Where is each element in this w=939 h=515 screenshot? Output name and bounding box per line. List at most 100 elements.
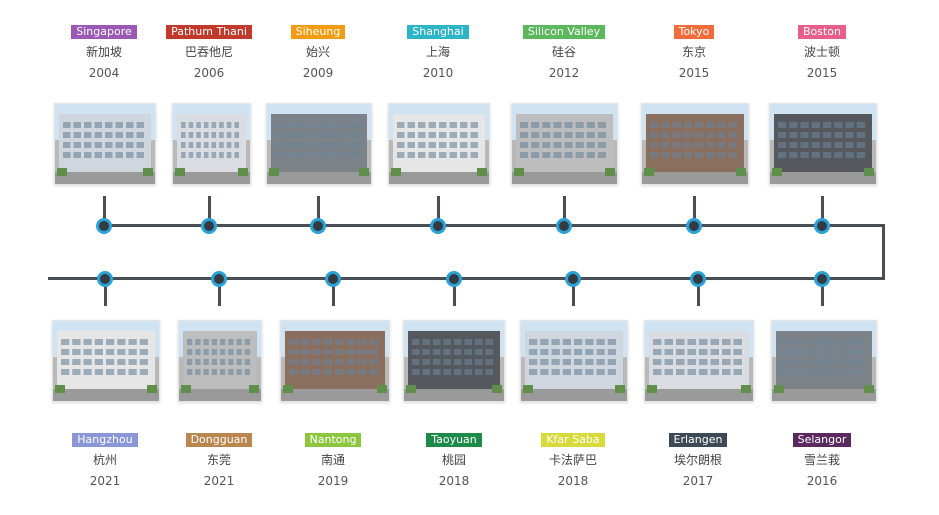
bottom-location-2: Nantong 南通 2019 <box>273 428 393 489</box>
timeline-marker <box>325 271 341 287</box>
facility-photo <box>172 103 251 185</box>
facility-photo <box>403 320 505 402</box>
city-name-chinese: 波士顿 <box>803 45 840 59</box>
city-name-chinese: 埃尔朗根 <box>673 453 722 467</box>
year-label: 2018 <box>557 474 589 488</box>
timeline-marker <box>430 218 446 234</box>
facility-photo <box>388 103 490 185</box>
timeline-stem <box>821 278 824 306</box>
city-name-chinese: 巴吞他尼 <box>184 45 233 59</box>
facility-photo <box>511 103 618 185</box>
city-name-chinese: 东莞 <box>206 453 231 467</box>
year-label: 2018 <box>438 474 470 488</box>
city-tag: Selangor <box>792 433 852 447</box>
timeline-stem <box>693 196 696 225</box>
timeline-marker <box>310 218 326 234</box>
city-tag: Siheung <box>290 25 346 39</box>
top-location-0: Singapore 新加坡 2004 <box>44 20 164 81</box>
year-label: 2004 <box>88 66 120 80</box>
city-name-chinese: 硅谷 <box>551 45 576 59</box>
year-label: 2015 <box>678 66 710 80</box>
bottom-location-0: Hangzhou 杭州 2021 <box>45 428 165 489</box>
year-label: 2016 <box>806 474 838 488</box>
city-tag: Erlangen <box>668 433 728 447</box>
city-name-chinese: 上海 <box>425 45 450 59</box>
city-tag: Silicon Valley <box>522 25 606 39</box>
timeline-line-lower <box>48 277 885 280</box>
timeline-marker <box>556 218 572 234</box>
facility-photo <box>769 103 877 185</box>
timeline-stem <box>572 278 575 306</box>
year-label: 2009 <box>302 66 334 80</box>
city-name-chinese: 东京 <box>681 45 706 59</box>
bottom-location-6: Selangor 雪兰莪 2016 <box>762 428 882 489</box>
year-label: 2012 <box>548 66 580 80</box>
timeline-stem <box>437 196 440 225</box>
city-tag: Taoyuan <box>426 433 482 447</box>
timeline-marker <box>211 271 227 287</box>
city-tag: Boston <box>797 25 847 39</box>
city-tag: Tokyo <box>673 25 715 39</box>
bottom-location-5: Erlangen 埃尔朗根 2017 <box>638 428 758 489</box>
top-location-4: Silicon Valley 硅谷 2012 <box>504 20 624 81</box>
timeline-marker <box>446 271 462 287</box>
top-location-5: Tokyo 东京 2015 <box>634 20 754 81</box>
city-tag: Singapore <box>71 25 137 39</box>
timeline-marker <box>690 271 706 287</box>
facility-photo <box>178 320 262 402</box>
facility-photo <box>266 103 372 185</box>
timeline-marker <box>686 218 702 234</box>
city-name-chinese: 雪兰莪 <box>803 453 840 467</box>
facility-photo <box>771 320 877 402</box>
year-label: 2010 <box>422 66 454 80</box>
city-name-chinese: 卡法萨巴 <box>548 453 597 467</box>
year-label: 2006 <box>193 66 225 80</box>
timeline-stem <box>317 196 320 225</box>
timeline-marker <box>97 271 113 287</box>
bottom-location-1: Dongguan 东莞 2021 <box>159 428 279 489</box>
year-label: 2021 <box>203 474 235 488</box>
top-location-2: Siheung 始兴 2009 <box>258 20 378 81</box>
year-label: 2021 <box>89 474 121 488</box>
timeline-stem <box>332 278 335 306</box>
timeline-marker <box>201 218 217 234</box>
timeline-marker <box>96 218 112 234</box>
year-label: 2017 <box>682 474 714 488</box>
bottom-location-4: Kfar Saba 卡法萨巴 2018 <box>513 428 633 489</box>
timeline-stem <box>453 278 456 306</box>
top-location-1: Pathum Thani 巴吞他尼 2006 <box>149 20 269 81</box>
city-name-chinese: 桃园 <box>441 453 466 467</box>
facility-photo <box>520 320 628 402</box>
year-label: 2019 <box>317 474 349 488</box>
city-tag: Nantong <box>304 433 362 447</box>
facility-photo <box>280 320 390 402</box>
facility-photo <box>52 320 160 402</box>
timeline-marker <box>814 271 830 287</box>
city-name-chinese: 南通 <box>320 453 345 467</box>
city-tag: Dongguan <box>185 433 253 447</box>
city-tag: Hangzhou <box>72 433 138 447</box>
city-tag: Pathum Thani <box>166 25 252 39</box>
timeline-stem <box>821 196 824 225</box>
timeline-stem <box>208 196 211 225</box>
timeline-stem <box>103 196 106 225</box>
facility-photo <box>644 320 754 402</box>
timeline-line-connector <box>882 224 885 280</box>
timeline-stem <box>563 196 566 225</box>
bottom-location-3: Taoyuan 桃园 2018 <box>394 428 514 489</box>
timeline-marker <box>814 218 830 234</box>
city-name-chinese: 新加坡 <box>85 45 122 59</box>
city-name-chinese: 杭州 <box>92 453 117 467</box>
timeline-stem <box>697 278 700 306</box>
timeline-line-upper <box>104 224 884 227</box>
city-name-chinese: 始兴 <box>305 45 330 59</box>
top-location-3: Shanghai 上海 2010 <box>378 20 498 81</box>
facility-photo <box>54 103 156 185</box>
timeline-marker <box>565 271 581 287</box>
facility-photo <box>641 103 749 185</box>
timeline-stem <box>218 278 221 306</box>
city-tag: Shanghai <box>407 25 469 39</box>
city-tag: Kfar Saba <box>541 433 605 447</box>
year-label: 2015 <box>806 66 838 80</box>
